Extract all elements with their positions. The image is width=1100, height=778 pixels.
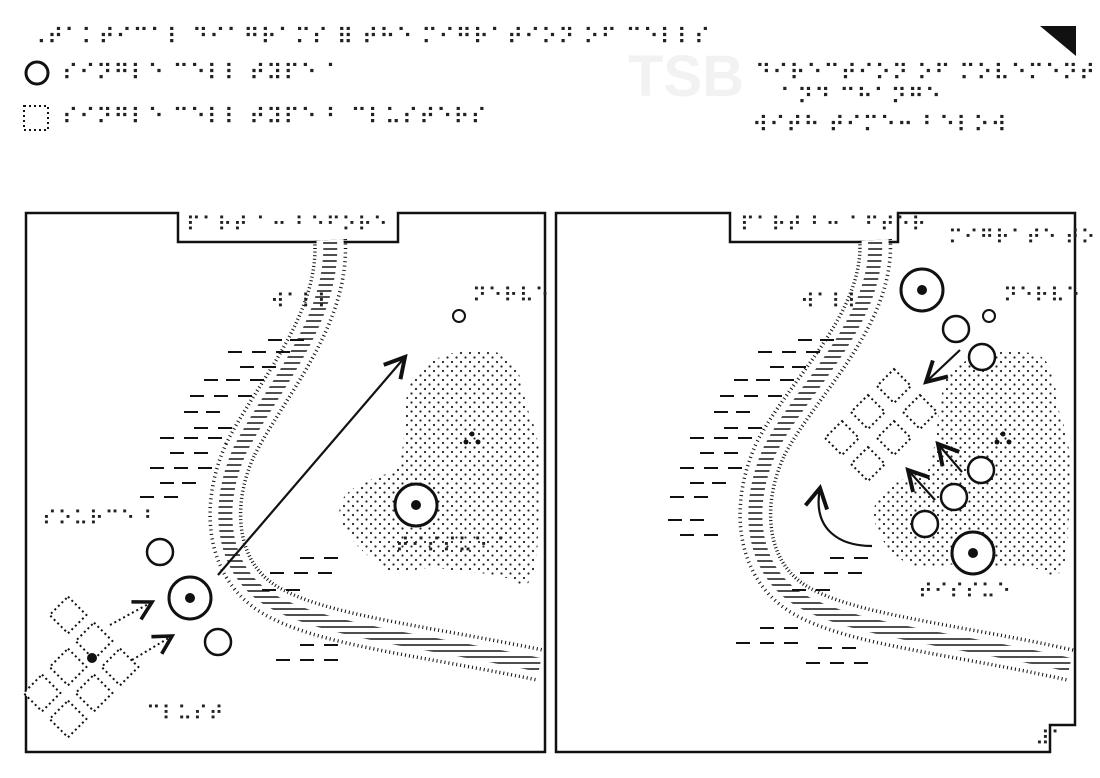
diagram-title: ⠠⠞⠁⠅⠞⠊⠉⠁⠇ ⠙⠊⠁⠛⠗⠁⠍⠎ ⠿ ⠞⠓⠑ ⠍⠊⠛⠗⠁⠞⠊⠕⠝ ⠕⠋ ⠉⠑…	[30, 25, 711, 50]
legend-item-1-label: ⠎⠊⠝⠛⠇⠑ ⠉⠑⠇⠇ ⠞⠽⠏⠑ ⠁	[62, 61, 343, 86]
cell-a-target-nucleus	[411, 500, 421, 510]
dash-field-left	[140, 339, 338, 661]
panel-right-label-corner: ⠼⠁	[1035, 726, 1066, 750]
ring-marker-small	[452, 309, 466, 323]
arrow-right-curved	[803, 483, 873, 548]
cell-type-a-icon	[24, 60, 50, 86]
panel-left-label-bottom: ⠉⠇⠥⠎⠞	[146, 701, 224, 725]
legend-cell-type-b: ⠎⠊⠝⠛⠇⠑ ⠉⠑⠇⠇ ⠞⠽⠏⠑ ⠃ ⠉⠇⠥⠎⠞⠑⠗⠎	[23, 105, 488, 131]
panel-right: ⠏⠁⠗⠞ ⠃⠒ ⠁⠋⠞⠑⠗ ⠍⠊⠛⠗⠁⠞⠑ ⠞⠕	[554, 211, 1096, 754]
cluster-nucleus-dot	[87, 653, 97, 663]
dotted-arrow-2	[131, 634, 176, 661]
tissue-region	[339, 350, 541, 586]
panel-right-tab-label: ⠏⠁⠗⠞ ⠃⠒ ⠁⠋⠞⠑⠗	[740, 212, 927, 236]
cell-a-small-2	[203, 627, 233, 657]
panel-right-frame	[554, 211, 1077, 754]
cell-b-cluster-left	[22, 595, 140, 739]
panel-left-label-target: ⠞⠊⠎⠎⠥⠑ ⠁	[395, 533, 512, 557]
cell-a-right-bottom-nucleus	[968, 548, 978, 558]
note-line-1: ⠙⠊⠗⠑⠉⠞⠊⠕⠝ ⠕⠋ ⠍⠕⠧⠑⠍⠑⠝⠞	[755, 61, 1096, 86]
panel-right-label-bottom: ⠞⠊⠎⠎⠥⠑	[918, 579, 1012, 603]
arrow-right-3	[905, 466, 936, 501]
cell-a-right-5	[939, 482, 969, 512]
cell-a-right-4	[966, 455, 996, 485]
legend-cell-type-a: ⠎⠊⠝⠛⠇⠑ ⠉⠑⠇⠇ ⠞⠽⠏⠑ ⠁	[24, 60, 343, 86]
arrow-right-1	[923, 349, 961, 385]
panel-right-label-ring: ⠝⠑⠗⠧⠑	[1003, 283, 1081, 307]
nerve-band-core	[218, 239, 542, 672]
note-line-2: ⠁⠝⠙ ⠉⠓⠁⠝⠛⠑	[780, 85, 942, 110]
panel-right-label-note: ⠍⠊⠛⠗⠁⠞⠑ ⠞⠕	[948, 225, 1096, 249]
legend-item-2-label: ⠎⠊⠝⠛⠇⠑ ⠉⠑⠇⠇ ⠞⠽⠏⠑ ⠃ ⠉⠇⠥⠎⠞⠑⠗⠎	[62, 105, 488, 130]
cell-a-small	[145, 537, 175, 567]
cell-a-large-nucleus	[185, 593, 195, 603]
ring-marker-small-right	[982, 309, 996, 323]
note-line-3: ⠺⠊⠞⠓ ⠞⠊⠍⠑⠒ ⠃⠑⠇⠕⠺	[752, 113, 1008, 138]
cell-a-right-2	[941, 314, 971, 344]
orientation-corner-icon	[1040, 26, 1076, 56]
panel-left-label-top: ⠺⠁⠇⠇	[270, 289, 333, 313]
panel-left-label-source: ⠎⠕⠥⠗⠉⠑ ⠃	[42, 506, 159, 530]
panel-left: ⠏⠁⠗⠞ ⠁⠒ ⠃⠑⠋⠕⠗⠑	[22, 211, 550, 754]
panel-left-frame	[24, 211, 547, 754]
cell-type-b-icon	[23, 105, 49, 131]
cell-a-right-6	[910, 509, 940, 539]
nerve-band-core-right	[748, 239, 1072, 672]
cell-b-cluster-right	[823, 367, 939, 483]
panel-left-label-ring: ⠝⠑⠗⠧⠑	[472, 283, 550, 307]
triad-dots-icon-right	[994, 431, 1012, 445]
dotted-arrow-1	[109, 600, 156, 626]
triad-dots-icon	[463, 431, 481, 445]
watermark-logo: TSB	[628, 44, 744, 109]
arrow-right-2	[935, 440, 963, 473]
dash-field-right	[668, 339, 868, 664]
cell-a-right-top-nucleus	[917, 285, 927, 295]
panel-left-tab-label: ⠏⠁⠗⠞ ⠁⠒ ⠃⠑⠋⠕⠗⠑	[186, 212, 389, 236]
cell-a-right-3	[967, 342, 997, 372]
migration-arrow	[217, 353, 408, 576]
panel-right-label-top: ⠺⠁⠇⠇	[800, 289, 863, 313]
